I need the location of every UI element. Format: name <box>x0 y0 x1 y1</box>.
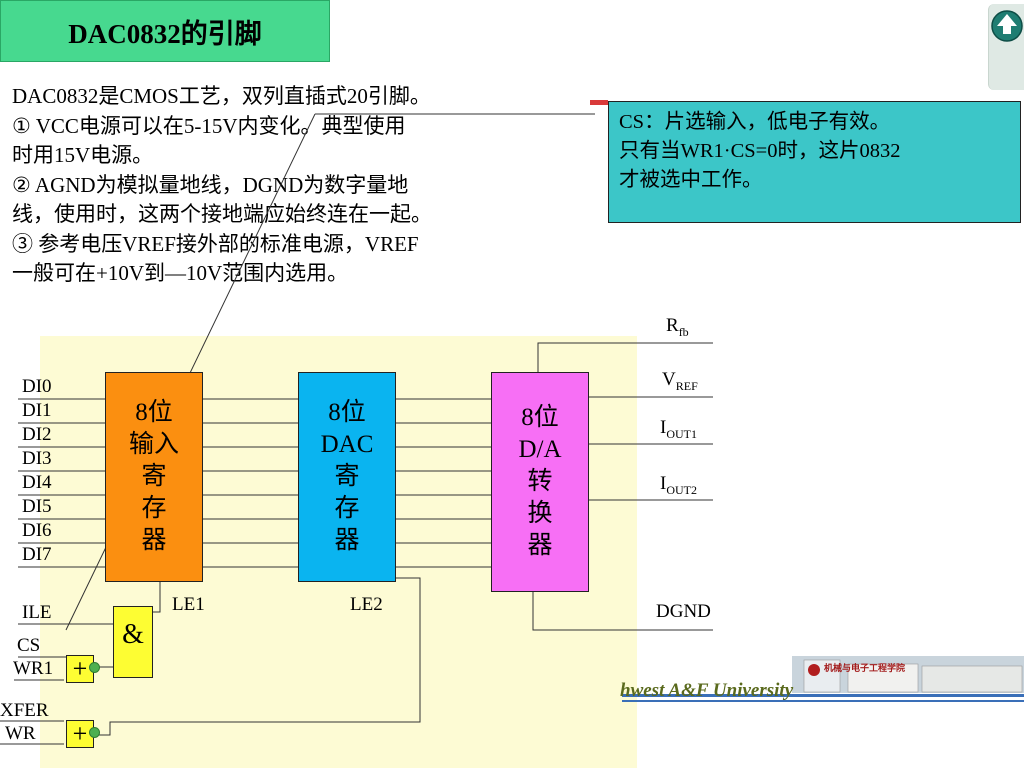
pin-di4: DI4 <box>22 472 52 493</box>
block-text: DAC <box>320 431 374 458</box>
block-text: 器 <box>527 532 553 559</box>
block-text: 器 <box>141 527 167 554</box>
block-text: 器 <box>334 527 360 554</box>
pin-di1: DI1 <box>22 400 52 421</box>
pin-di2: DI2 <box>22 424 52 445</box>
inverter-bubble <box>89 662 100 673</box>
block-text: 8位 <box>135 399 173 426</box>
pin-wr1: WR1 <box>13 658 54 679</box>
wire-le1 <box>153 582 161 613</box>
label-le2: LE2 <box>350 594 383 615</box>
block-text: 换 <box>527 500 553 527</box>
desc-line: ① VCC电源可以在5-15V内变化。典型使用 <box>12 113 406 138</box>
block-text: 8位 <box>328 399 366 426</box>
pin-di6: DI6 <box>22 520 52 541</box>
block-text: 寄 <box>334 463 360 490</box>
block-text: 寄 <box>141 463 167 490</box>
callout-line: 才被选中工作。 <box>619 169 763 191</box>
footer-band <box>622 656 1024 708</box>
input-register-block: 8位 输入 寄 存 器 <box>105 372 203 582</box>
desc-line: 线，使用时，这两个接地端应始终连在一起。 <box>12 202 432 226</box>
label-le1: LE1 <box>172 594 205 615</box>
pin-di5: DI5 <box>22 496 52 517</box>
pin-description: DAC0832是CMOS工艺，双列直插式20引脚。 ① VCC电源可以在5-15… <box>12 82 592 289</box>
wire-dgnd <box>532 592 713 631</box>
desc-line: 一般可在+10V到—10V范围内选用。 <box>12 261 349 285</box>
pin-cs: CS <box>17 635 41 656</box>
wire-rfb <box>537 342 713 372</box>
page-title: DAC0832的引脚 <box>0 0 330 62</box>
dac-register-block: 8位 DAC 寄 存 器 <box>298 372 396 582</box>
or-gate-2: + <box>66 719 94 748</box>
pin-vref: VREF <box>662 369 698 393</box>
da-converter-block: 8位 D/A 转 换 器 <box>491 372 589 592</box>
block-text: D/A <box>518 436 562 463</box>
pin-di7: DI7 <box>22 544 52 565</box>
and-gate: & <box>113 606 153 678</box>
pin-iout1: IOUT1 <box>660 417 697 441</box>
desc-line: 时用15V电源。 <box>12 143 154 167</box>
campus-photo-icon <box>622 656 1024 702</box>
cs-callout: CS：片选输入，低电子有效。 只有当WR1·CS=0时，这片0832 才被选中工… <box>608 101 1021 223</box>
home-nav-icon[interactable] <box>988 4 1024 90</box>
inverter-bubble <box>89 727 100 738</box>
pin-iout2: IOUT2 <box>660 473 697 497</box>
block-text: 存 <box>141 495 167 522</box>
block-text: 转 <box>527 468 553 495</box>
callout-line: CS：片选输入，低电子有效。 <box>619 111 891 133</box>
pin-di3: DI3 <box>22 448 52 469</box>
callout-line: 只有当WR1·CS=0时，这片0832 <box>619 140 901 162</box>
college-logo-text: 机械与电子工程学院 <box>824 664 906 674</box>
block-text: 8位 <box>521 404 559 431</box>
block-text: 存 <box>334 495 360 522</box>
or-gate-1: + <box>66 654 94 683</box>
pin-xfer: XFER <box>0 700 49 721</box>
desc-line: ② AGND为模拟量地线，DGND为数字量地 <box>12 172 409 197</box>
pin-ile: ILE <box>22 602 52 623</box>
return-arrow-icon[interactable] <box>989 4 1024 90</box>
pin-wr: WR <box>5 723 36 744</box>
callout-pointer <box>590 100 608 105</box>
block-text: 输入 <box>128 431 179 458</box>
desc-line: DAC0832是CMOS工艺，双列直插式20引脚。 <box>12 84 431 108</box>
desc-line: ③ 参考电压VREF接外部的标准电源，VREF <box>12 231 419 256</box>
university-name: hwest A&F University <box>620 680 794 701</box>
pin-dgnd: DGND <box>656 601 711 622</box>
pin-di0: DI0 <box>22 376 52 397</box>
pin-rfb: Rfb <box>666 315 689 339</box>
wire-or2-out <box>96 721 396 736</box>
